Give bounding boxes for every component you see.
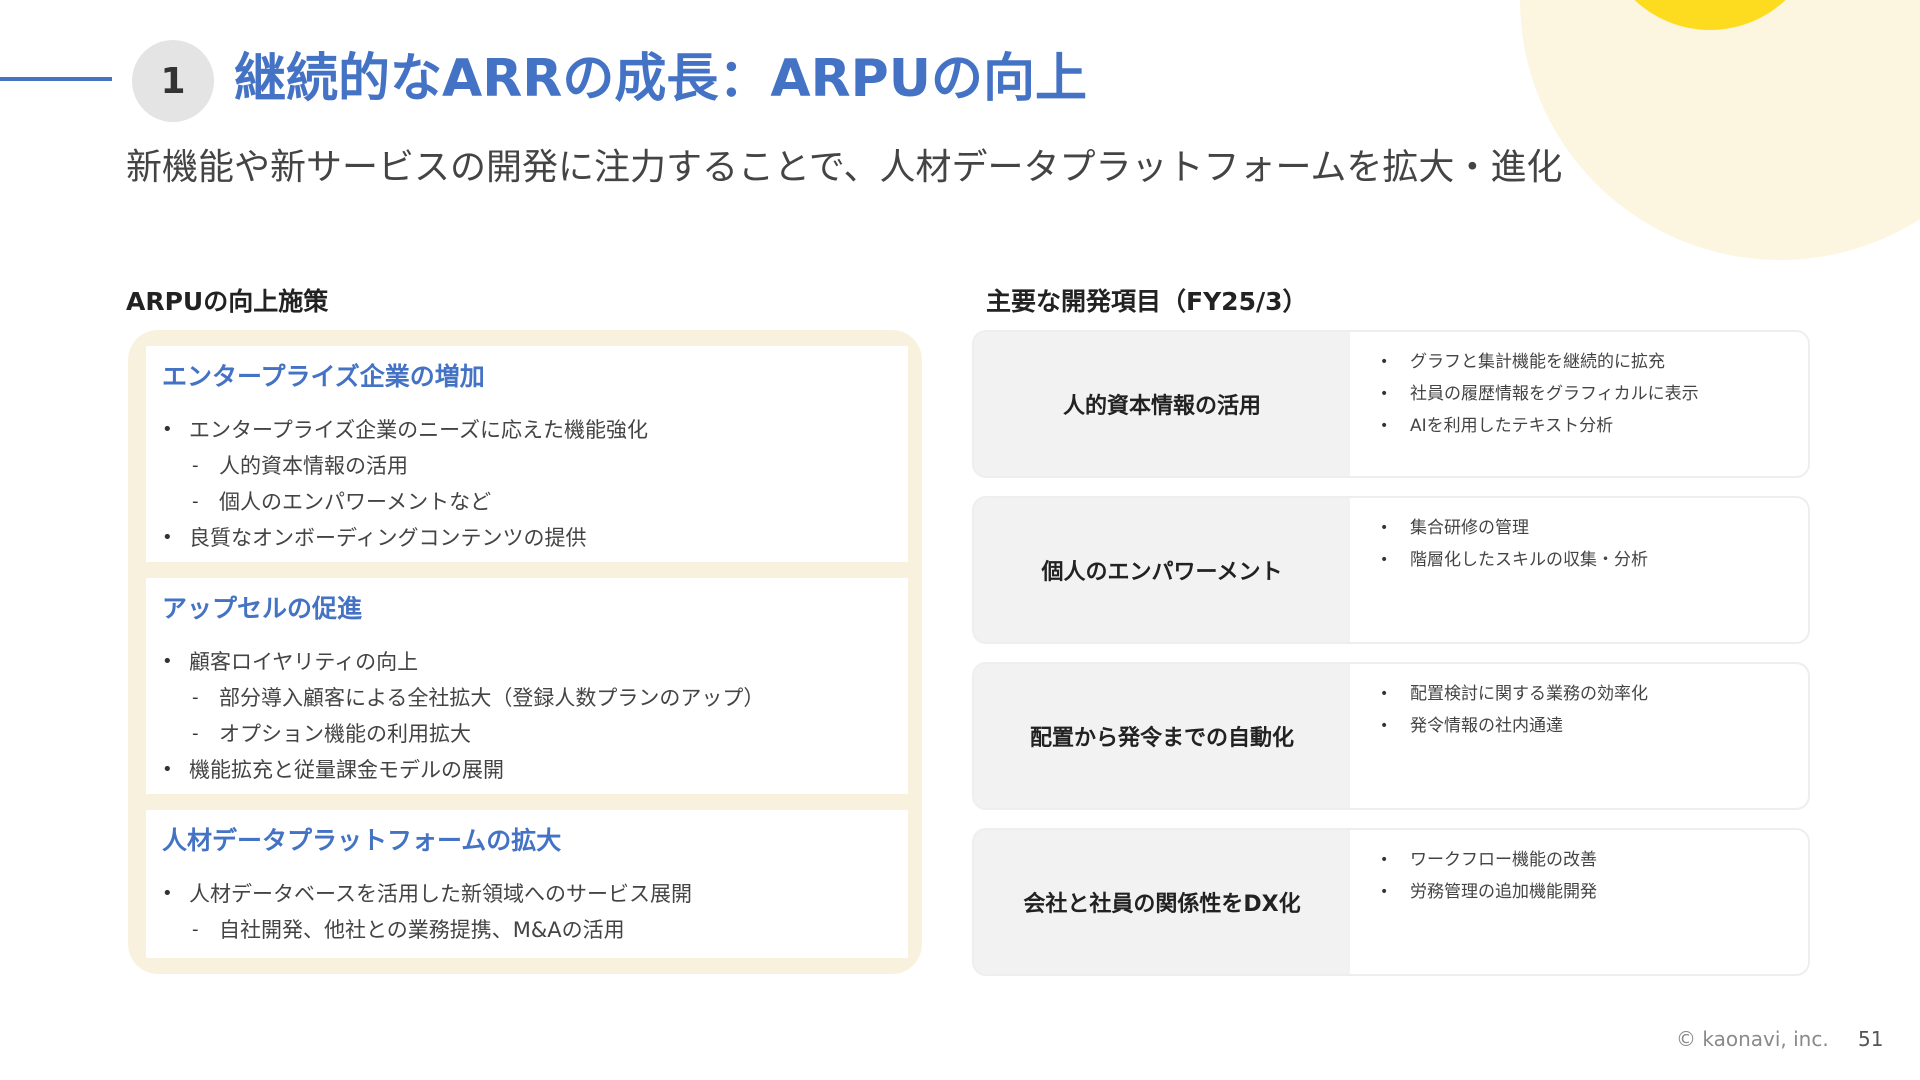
detail-item: • 階層化したスキルの収集・分析 [1380,544,1798,576]
bullet-icon: • [1380,884,1389,900]
detail-text: ワークフロー機能の改善 [1410,850,1597,870]
bullet-icon: • [162,419,173,440]
list-item-text: 部分導入顧客による全社拡大（登録人数プランのアップ） [219,686,765,710]
list-item-text: 人材データベースを活用した新領域へのサービス展開 [189,882,692,906]
measure-card-platform: 人材データプラットフォームの拡大 • 人材データベースを活用した新領域へのサービス… [146,810,908,958]
measure-card-title: エンタープライズ企業の増加 [162,362,485,391]
development-row-details: • 集合研修の管理 • 階層化したスキルの収集・分析 [1380,512,1798,576]
development-row-label: 個人のエンパワーメント [974,498,1350,642]
list-item-text: 人的資本情報の活用 [219,454,408,478]
list-item: • エンタープライズ企業のニーズに応えた機能強化 [162,412,908,448]
arpu-measures-heading: ARPUの向上施策 [126,287,329,316]
bullet-icon: • [162,651,173,672]
title-rule [0,77,112,81]
dash-icon: - [192,455,199,476]
list-item: • 機能拡充と従量課金モデルの展開 [162,752,908,788]
detail-item: • 労務管理の追加機能開発 [1380,876,1798,908]
list-item: • 顧客ロイヤリティの向上 [162,644,908,680]
dash-icon: - [192,723,199,744]
development-row-label: 配置から発令までの自動化 [974,664,1350,808]
detail-text: 階層化したスキルの収集・分析 [1410,550,1648,570]
detail-item: • 集合研修の管理 [1380,512,1798,544]
bullet-icon: • [1380,354,1389,370]
dash-icon: - [192,919,199,940]
arpu-measures-panel: エンタープライズ企業の増加 •エンタープライズ企業のニーズに応えた機能強化 -人… [128,330,922,974]
detail-text: 労務管理の追加機能開発 [1410,882,1597,902]
sub-list-item: -部分導入顧客による全社拡大（登録人数プランのアップ） [162,680,908,716]
list-item-text: オプション機能の利用拡大 [219,722,471,746]
bullet-icon: • [162,759,173,780]
page-subtitle: 新機能や新サービスの開発に注力することで、人材データプラットフォームを拡大・進化 [126,147,1563,188]
list-item-text: 顧客ロイヤリティの向上 [189,650,419,674]
sub-list-item: -個人のエンパワーメントなど [162,484,908,520]
sub-list-item: -人的資本情報の活用 [162,448,908,484]
development-row-details: • ワークフロー機能の改善 • 労務管理の追加機能開発 [1380,844,1798,908]
list-item-text: エンタープライズ企業のニーズに応えた機能強化 [189,418,649,442]
page-number: 51 [1858,1027,1884,1051]
development-row: 配置から発令までの自動化 • 配置検討に関する業務の効率化 • 発令情報の社内通達 [972,662,1810,810]
detail-text: 社員の履歴情報をグラフィカルに表示 [1410,384,1699,404]
detail-item: • 発令情報の社内通達 [1380,710,1798,742]
dash-icon: - [192,491,199,512]
development-row: 人的資本情報の活用 • グラフと集計機能を継続的に拡充 • 社員の履歴情報をグラフィ… [972,330,1810,478]
bullet-icon: • [1380,418,1389,434]
measure-card-enterprise: エンタープライズ企業の増加 • エンタープライズ企業のニーズに応えた機能強化 -人… [146,346,908,562]
bullet-icon: • [162,883,173,904]
bullet-icon: • [1380,718,1389,734]
bullet-icon: • [162,527,173,548]
list-item: • 人材データベースを活用した新領域へのサービス展開 [162,876,908,912]
list-item-text: 個人のエンパワーメントなど [219,490,492,514]
bullet-icon: • [1380,552,1389,568]
measure-card-title: 人材データプラットフォームの拡大 [162,826,562,855]
detail-text: 集合研修の管理 [1410,518,1529,538]
development-row-details: • グラフと集計機能を継続的に拡充 • 社員の履歴情報をグラフィカルに表示 • AIを… [1380,346,1798,442]
development-row-label: 会社と社員の関係性をDX化 [974,830,1350,974]
development-row: 個人のエンパワーメント • 集合研修の管理 • 階層化したスキルの収集・分析 [972,496,1810,644]
bullet-icon: • [1380,386,1389,402]
measure-card-title: アップセルの促進 [162,594,363,623]
development-row: 会社と社員の関係性をDX化 • ワークフロー機能の改善 • 労務管理の追加機能開発 [972,828,1810,976]
sub-list-item: -オプション機能の利用拡大 [162,716,908,752]
development-items-heading: 主要な開発項目（FY25/3） [986,287,1308,316]
dash-icon: - [192,687,199,708]
detail-item: • 社員の履歴情報をグラフィカルに表示 [1380,378,1798,410]
detail-item: • ワークフロー機能の改善 [1380,844,1798,876]
development-row-label: 人的資本情報の活用 [974,332,1350,476]
list-item-text: 機能拡充と従量課金モデルの展開 [189,758,504,782]
detail-item: • グラフと集計機能を継続的に拡充 [1380,346,1798,378]
decorative-cream-circle [1520,0,1920,260]
list-item-text: 自社開発、他社との業務提携、M&Aの活用 [219,918,625,942]
detail-text: 発令情報の社内通達 [1410,716,1563,736]
page-title: 継続的なARRの成長：ARPUの向上 [234,49,1087,109]
development-row-details: • 配置検討に関する業務の効率化 • 発令情報の社内通達 [1380,678,1798,742]
bullet-icon: • [1380,852,1389,868]
measure-card-upsell: アップセルの促進 • 顧客ロイヤリティの向上 -部分導入顧客による全社拡大（登録人… [146,578,908,794]
detail-text: グラフと集計機能を継続的に拡充 [1410,352,1665,372]
detail-text: 配置検討に関する業務の効率化 [1410,684,1648,704]
list-item: • 良質なオンボーディングコンテンツの提供 [162,520,908,556]
bullet-icon: • [1380,686,1389,702]
detail-item: • 配置検討に関する業務の効率化 [1380,678,1798,710]
bullet-icon: • [1380,520,1389,536]
sub-list-item: -自社開発、他社との業務提携、M&Aの活用 [162,912,908,948]
detail-item: • AIを利用したテキスト分析 [1380,410,1798,442]
list-item-text: 良質なオンボーディングコンテンツの提供 [189,526,587,550]
detail-text: AIを利用したテキスト分析 [1410,416,1614,436]
copyright-notice: © kaonavi, inc. [1676,1027,1829,1051]
section-number-badge: 1 [132,40,214,122]
